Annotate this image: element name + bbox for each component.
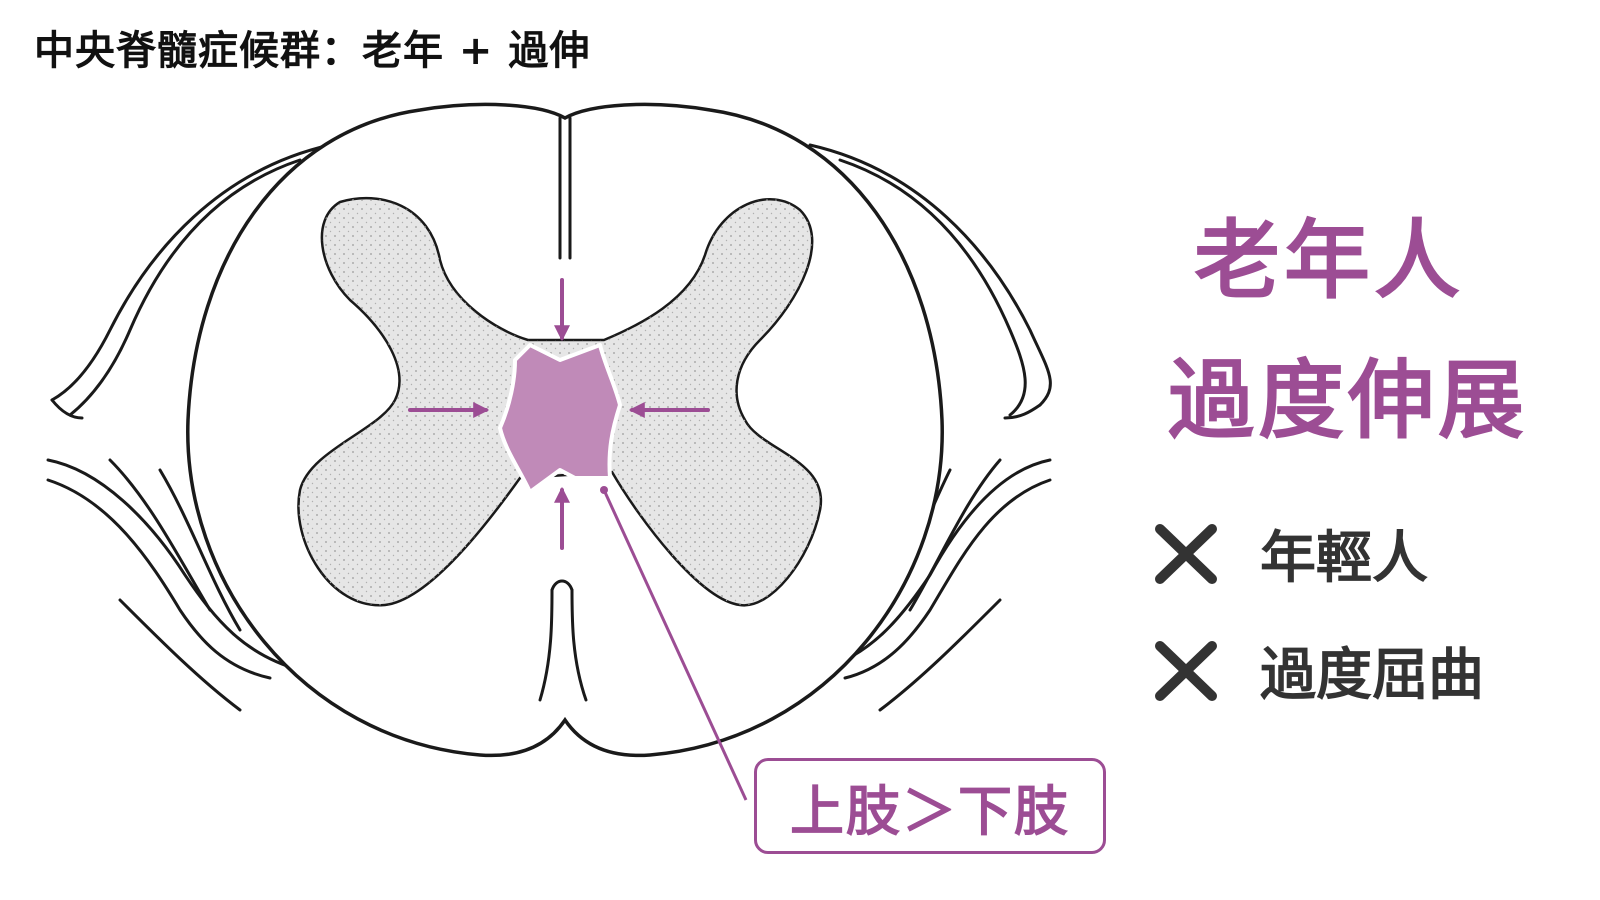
exclusion-item: 年輕人 bbox=[1150, 513, 1428, 594]
compression-arrows bbox=[408, 278, 710, 550]
callout-anchor-dot bbox=[600, 486, 608, 494]
central-lesion bbox=[498, 343, 622, 494]
median-fissures bbox=[538, 116, 588, 702]
upper-limb-callout: 上肢＞下肢 bbox=[754, 758, 1106, 854]
exclusion-text: 過度屈曲 bbox=[1260, 643, 1484, 708]
callout-leader-line bbox=[602, 489, 748, 801]
left-nerve-roots bbox=[46, 143, 332, 712]
cross-mark-icon bbox=[1155, 523, 1217, 584]
page-title: 中央脊髓症候群：老年 + 過伸 bbox=[34, 28, 591, 74]
exclusion-text: 年輕人 bbox=[1260, 526, 1428, 591]
headline-hyperextension: 過度伸展 bbox=[1168, 351, 1528, 451]
cross-mark-icon bbox=[1155, 640, 1217, 701]
callout-text: 上肢＞下肢 bbox=[790, 779, 1070, 843]
headline-elderly: 老年人 bbox=[1194, 211, 1464, 311]
exclusion-item: 過度屈曲 bbox=[1150, 630, 1484, 711]
